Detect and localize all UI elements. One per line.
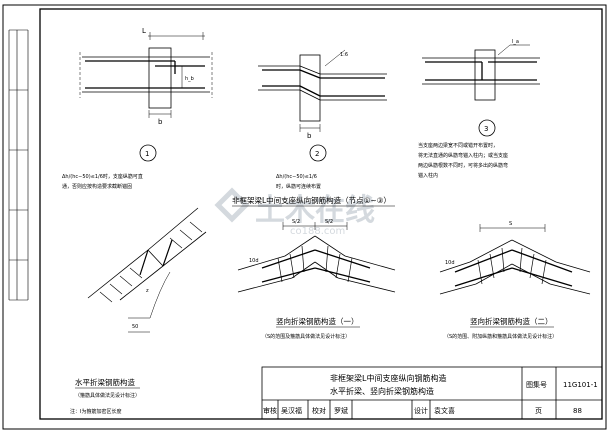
detail2-number: 2 — [315, 150, 319, 158]
check-label: 校对 — [312, 406, 326, 415]
outer-frame — [2, 4, 607, 430]
detail-3 — [422, 44, 540, 137]
title-line-1: 非框架梁L中间支座纵向钢筋构造 — [330, 373, 446, 383]
vert2-dim-10d: 10d — [445, 260, 455, 266]
detail2-note-line1: Δh/(hc−50)≤1/6 — [276, 174, 317, 180]
vert2-dim-s: S — [509, 221, 512, 227]
horizontal-beam-subtitle: （箍筋具体做法见设计标注） — [75, 392, 140, 399]
detail2-note-line2: 时，纵筋可连续布置 — [276, 183, 321, 190]
detail3-note-line3: 两边纵筋根数不同时，可将多出的纵筋弯 — [418, 162, 508, 169]
design-name: 袁文喜 — [434, 406, 455, 415]
horizontal-beam-title: 水平折梁钢筋构造 — [75, 377, 135, 387]
title-block — [261, 366, 603, 420]
vert1-dim-s2-left: S/2 — [292, 219, 300, 225]
detail1-note-line2: 通，否则应按构造要求截断锚固 — [62, 183, 132, 190]
vertical-beam-1-title: 竖向折梁钢筋构造（一） — [276, 316, 359, 326]
atlas-number: 11G101-1 — [563, 381, 598, 389]
check-name: 罗斌 — [334, 406, 348, 415]
vert1-dim-10d: 10d — [249, 258, 259, 264]
middle-support-title: 非框架梁L中间支座纵向钢筋构造（节点①~③） — [232, 195, 391, 205]
review-label: 审核 — [263, 406, 277, 415]
title-line-2: 水平折梁、竖向折梁钢筋构造 — [330, 386, 434, 396]
atlas-label: 图集号 — [526, 380, 547, 389]
horiz-dim-z: z — [146, 288, 149, 294]
detail3-note-line2: 将无法直通的纵筋弯锚入柱内；或当支座 — [418, 152, 508, 159]
vertical-beam-2-subtitle: （S的范围、附加纵筋和箍筋具体做法见设计标注） — [444, 333, 557, 340]
detail1-dim-hb: h_b — [185, 76, 194, 82]
watermark-logo-icon — [214, 187, 250, 223]
horiz-dim-fifty: 50 — [132, 324, 138, 330]
vertical-beam-1-subtitle: （S的范围及箍筋具体做法见设计标注） — [262, 333, 350, 340]
detail1-number: 1 — [145, 150, 149, 158]
detail3-dim-la: l_a — [512, 39, 519, 45]
page-number: 88 — [573, 407, 582, 415]
design-label: 设计 — [414, 406, 428, 415]
vertical-folded-beam-1 — [237, 222, 396, 293]
binding-strip — [8, 29, 29, 301]
detail2-dim-slope: 1:6 — [340, 52, 348, 58]
horizontal-beam-note: 注：Ⅰ为箍筋加密区长度 — [70, 408, 121, 415]
detail2-dim-b: b — [307, 132, 312, 140]
watermark-sub: co188.com — [290, 226, 345, 237]
horizontal-folded-beam — [87, 207, 207, 333]
review-name: 吴汉福 — [281, 406, 302, 415]
page-label: 页 — [535, 407, 542, 415]
detail1-dim-b: b — [158, 118, 163, 126]
detail3-note-line1: 当支座两边梁宽不同或错开布置时， — [418, 142, 498, 149]
detail-2 — [258, 49, 387, 162]
detail3-number: 3 — [484, 125, 488, 133]
vertical-folded-beam-2 — [439, 224, 591, 295]
vert1-dim-s2-right: S/2 — [325, 219, 333, 225]
detail1-dim-L: L — [142, 27, 146, 35]
detail3-note-line4: 锚入柱内 — [418, 172, 438, 179]
vertical-beam-2-title: 竖向折梁钢筋构造（二） — [470, 316, 553, 326]
detail1-note-line1: Δh/(hc−50)≤1/6时，支座纵筋可直 — [62, 173, 143, 180]
detail-1 — [79, 32, 213, 162]
